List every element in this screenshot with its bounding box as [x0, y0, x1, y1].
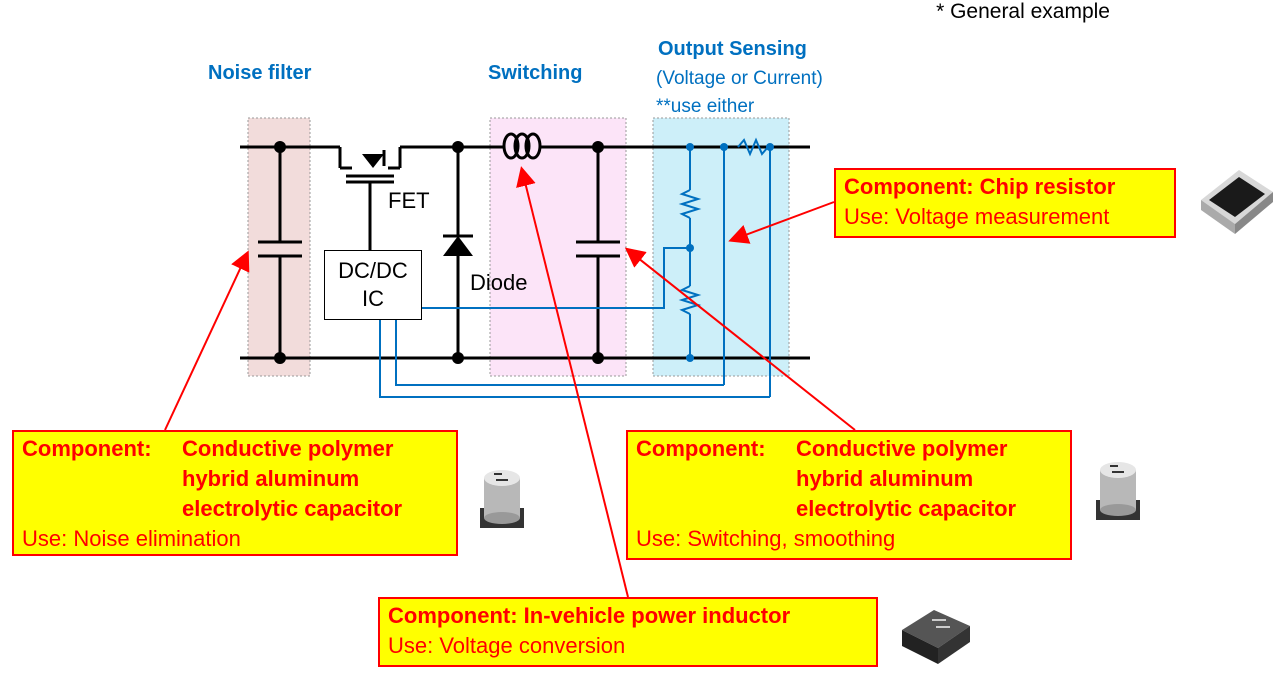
power-inductor-photo — [902, 610, 970, 664]
callout-key: Component: — [388, 603, 518, 628]
callout-use: Use: Noise elimination — [22, 526, 241, 551]
capacitor-photo-1 — [480, 470, 524, 528]
callout-use: Use: Voltage conversion — [388, 633, 626, 658]
noise-filter-label: Noise filter — [208, 62, 312, 84]
callout-name-line: hybrid aluminum — [796, 466, 974, 491]
chip-resistor-photo — [1201, 170, 1273, 234]
callout-use: Use: Voltage measurement — [844, 204, 1110, 229]
callout-name-line: electrolytic capacitor — [182, 496, 403, 521]
callout-chip-resistor: Component: Chip resistor Use: Voltage me… — [834, 168, 1176, 238]
sensing-network — [379, 137, 771, 398]
callout-arrows — [164, 166, 856, 598]
diode-label: Diode — [470, 270, 528, 295]
callout-key: Component: — [636, 436, 766, 461]
callout-name: In-vehicle power inductor — [523, 603, 791, 628]
fet-symbol — [338, 147, 402, 250]
inductor-symbol — [490, 132, 548, 160]
dcdc-ic-box: DC/DC IC — [324, 250, 422, 320]
callout-use: Use: Switching, smoothing — [636, 526, 896, 551]
callout-name-line: Conductive polymer — [182, 436, 394, 461]
general-example-note: * General example — [936, 0, 1110, 23]
noise-filter-capacitor — [258, 147, 302, 358]
power-rails — [240, 145, 810, 360]
callout-name: Chip resistor — [979, 174, 1116, 199]
output-sensing-region — [652, 117, 790, 377]
switching-label: Switching — [488, 62, 583, 84]
switching-region — [489, 117, 627, 377]
callout-key: Component: — [844, 174, 974, 199]
ic-line2: IC — [362, 286, 384, 311]
output-sensing-sub2: **use either — [656, 96, 755, 117]
output-sensing-label: Output Sensing — [658, 38, 807, 60]
callout-noise-capacitor: Component: Conductive polymer hybrid alum… — [12, 430, 458, 556]
callout-name-line: Conductive polymer — [796, 436, 1008, 461]
callout-key: Component: — [22, 436, 152, 461]
callout-name-line: hybrid aluminum — [182, 466, 360, 491]
output-sensing-sub1: (Voltage or Current) — [656, 68, 823, 89]
callout-switching-capacitor: Component: Conductive polymer hybrid alum… — [626, 430, 1072, 560]
capacitor-photo-2 — [1096, 462, 1140, 520]
diode-triangle — [443, 236, 473, 256]
ic-line1: DC/DC — [338, 258, 408, 283]
fet-label: FET — [388, 188, 430, 213]
callout-power-inductor: Component: In-vehicle power inductor Use… — [378, 597, 878, 667]
callout-name-line: electrolytic capacitor — [796, 496, 1017, 521]
